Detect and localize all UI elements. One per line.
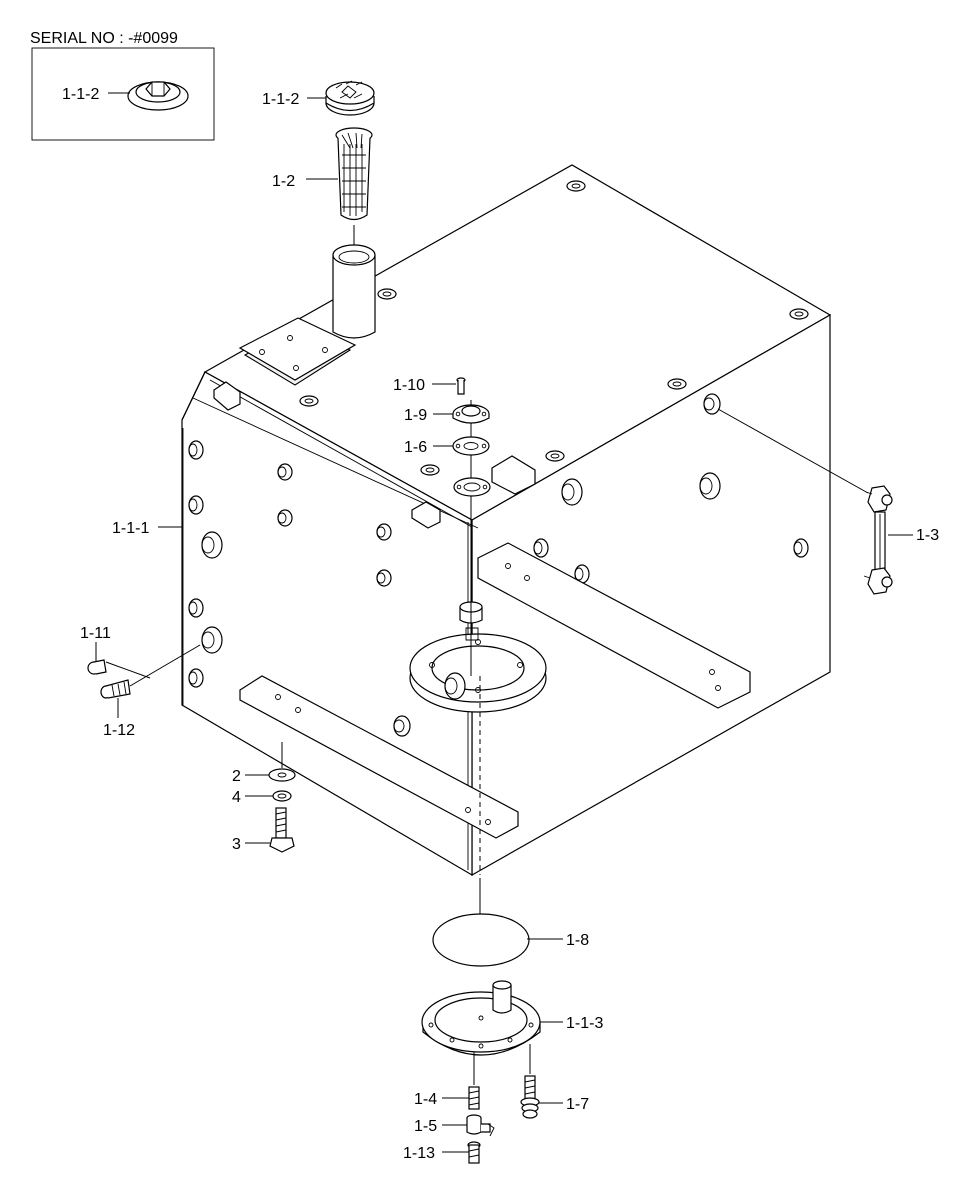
bolt-part: [269, 807, 295, 853]
plug-part: [87, 659, 107, 675]
top-bosses: [299, 180, 809, 476]
label-bolt-top: 1-10: [393, 377, 425, 394]
label-nipple: 1-12: [103, 722, 135, 739]
port-flange-on-tank: [453, 477, 491, 497]
label-strainer: 1-2: [272, 173, 295, 190]
inset-cap-part: [127, 81, 189, 111]
fitting-part: [468, 1086, 480, 1110]
label-washer: 2: [232, 768, 241, 785]
label-cap: 1-1-2: [262, 91, 299, 108]
right-face-bosses: [533, 393, 809, 584]
rail-holes: [275, 563, 721, 825]
strainer-part: [335, 127, 373, 221]
label-cover: 1-1-3: [566, 1015, 603, 1032]
bracket-mid: [411, 501, 441, 529]
label-tank: 1-1-1: [112, 520, 149, 537]
label-cock: 1-5: [414, 1118, 437, 1135]
bracket-left: [213, 381, 241, 411]
drain-plug-part: [467, 1141, 481, 1164]
filler-cap-part: [325, 80, 375, 116]
left-face-bosses: [188, 440, 411, 737]
leader-gauge-axis: [717, 408, 869, 494]
label-level-gauge: 1-3: [916, 527, 939, 544]
label-gasket-top: 1-6: [404, 439, 427, 456]
label-drain-plug: 1-13: [403, 1145, 435, 1162]
leader-plug-axis: [105, 661, 151, 679]
leader-nipple-axis: [129, 644, 201, 687]
label-spring-washer: 4: [232, 789, 241, 806]
label-fitting: 1-4: [414, 1091, 437, 1108]
mounting-rail-right: [477, 542, 751, 709]
label-bolt-cover: 1-7: [566, 1096, 589, 1113]
nipple-part: [100, 679, 131, 699]
mounting-rail-left: [239, 675, 519, 839]
bracket-right: [491, 455, 536, 495]
label-plug: 1-11: [80, 625, 111, 642]
level-gauge-part: [863, 485, 893, 595]
bolt-top-part: [456, 377, 466, 395]
label-gasket-bottom: 1-8: [566, 932, 589, 949]
label-flange: 1-9: [404, 407, 427, 424]
cover-part: [421, 980, 541, 1056]
flange-part: [452, 404, 490, 424]
inset-box: [31, 47, 215, 141]
inspection-cover: [238, 317, 357, 386]
serial-note: SERIAL NO : -#0099: [30, 30, 178, 47]
label-inset-cap: 1-1-2: [62, 86, 99, 103]
cock-part: [466, 1114, 495, 1137]
gasket-bottom-part: [432, 913, 530, 967]
gasket-top-part: [452, 436, 490, 456]
suction-port-ring: [409, 601, 547, 713]
bolt-cover-part: [520, 1075, 540, 1119]
label-bolt: 3: [232, 836, 241, 853]
washer-part: [268, 768, 296, 782]
filler-neck: [332, 244, 376, 339]
spring-washer-part: [272, 790, 292, 802]
